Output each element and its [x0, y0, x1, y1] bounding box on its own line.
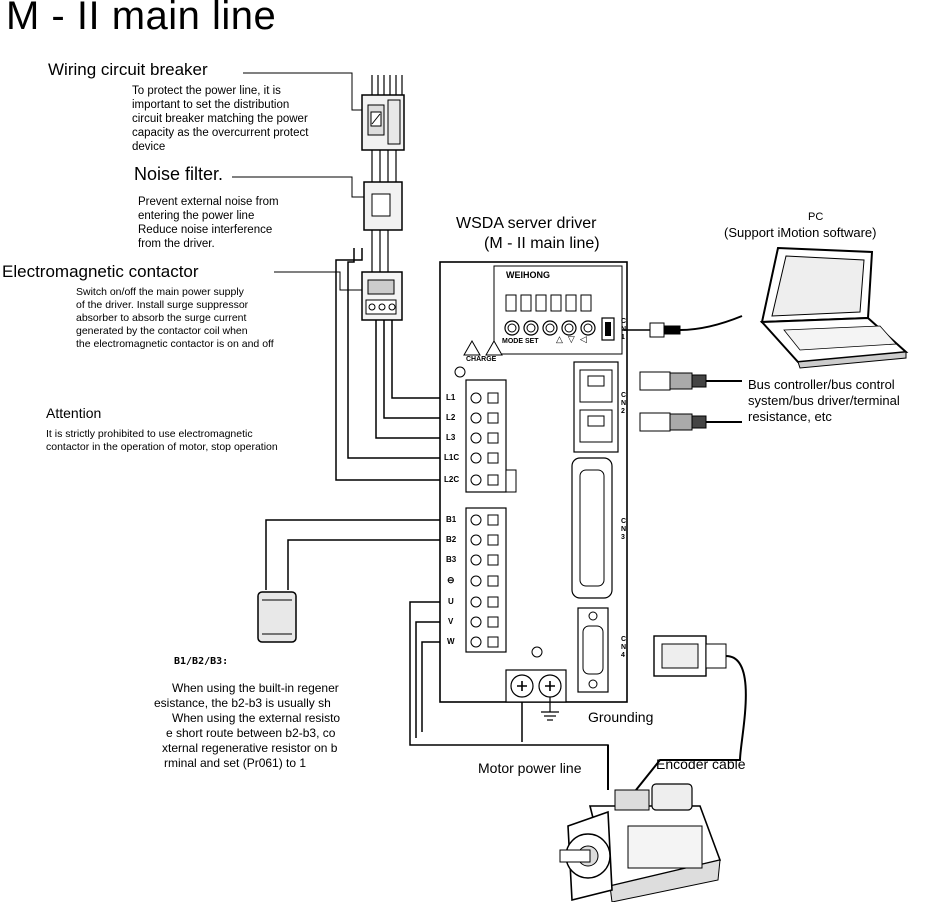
charge-label: CHARGE	[466, 356, 497, 363]
button-glyphs: △ ▽ ◁	[556, 334, 587, 344]
grounding-label: Grounding	[588, 709, 654, 725]
pc-label: PC	[808, 211, 824, 223]
terminal-w: W	[447, 637, 455, 646]
cn2-label: C N 2	[621, 392, 627, 415]
attention-heading: Attention	[46, 405, 102, 421]
servo-motor	[559, 745, 722, 902]
terminal-l2: L2	[446, 413, 456, 422]
filter-leader	[232, 176, 368, 198]
terminal-b1: B1	[446, 515, 457, 524]
breaker-heading: Wiring circuit breaker	[48, 60, 208, 79]
regen-resistor	[257, 591, 297, 643]
bus-cables	[639, 371, 742, 432]
terminal-b3: B3	[446, 555, 457, 564]
page-title: M - II main line	[6, 0, 277, 38]
contactor	[361, 271, 403, 321]
filter-heading: Noise filter.	[134, 164, 224, 184]
attention-text: It is strictly prohibited to use electro…	[46, 428, 278, 453]
terminal-b2: B2	[446, 535, 457, 544]
driver-title: WSDA server driver	[456, 215, 597, 232]
brand-logo: WEIHONG	[506, 270, 550, 280]
terminal-l1: L1	[446, 393, 456, 402]
breaker-leader	[243, 72, 370, 111]
contactor-heading: Electromagnetic contactor	[2, 262, 199, 281]
cn1-label: C N 1	[621, 318, 627, 341]
terminal-v: V	[448, 617, 454, 626]
terminal-l2c: L2C	[444, 475, 460, 484]
terminal-l1c: L1C	[444, 453, 460, 462]
regen-text: When using the built-in regener esistanc…	[154, 681, 341, 770]
terminal-l3: L3	[446, 433, 456, 442]
mode-set-label: MODE SET	[502, 338, 539, 345]
terminal-minus: ⊖	[447, 575, 455, 585]
ground-symbol	[541, 697, 559, 721]
contactor-leader	[274, 271, 364, 291]
regen-heading: B1/B2/B3:	[174, 656, 229, 667]
cn4-label: C N 4	[621, 636, 627, 659]
noise-filter	[363, 181, 403, 231]
servo-driver	[439, 261, 628, 703]
laptop	[759, 246, 909, 369]
driver-subtitle: (M - II main line)	[484, 235, 600, 252]
encoder-connector	[635, 635, 747, 791]
encoder-label: Encoder cable	[656, 756, 746, 772]
terminal-u: U	[448, 597, 454, 606]
circuit-breaker	[361, 94, 405, 151]
pc-sublabel: (Support iMotion software)	[724, 225, 877, 240]
cn3-label: C N 3	[621, 518, 627, 541]
motor-power-label: Motor power line	[478, 760, 582, 776]
